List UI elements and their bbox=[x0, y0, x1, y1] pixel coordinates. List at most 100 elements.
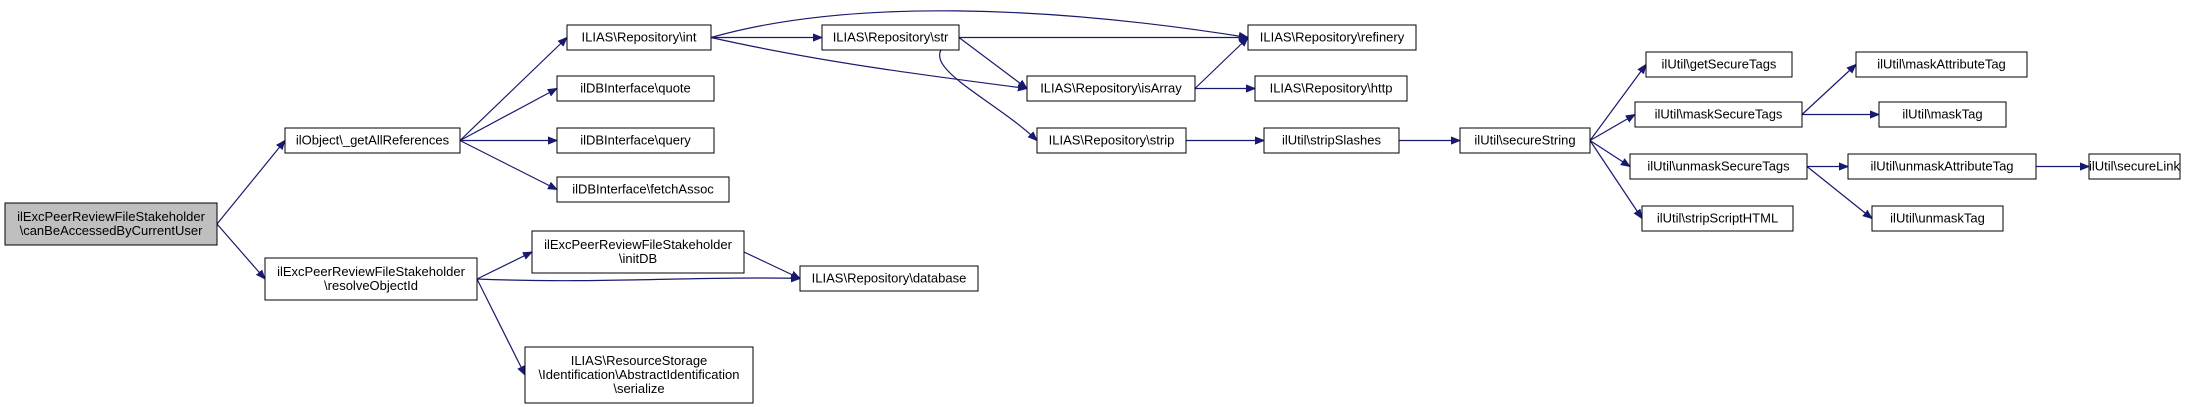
node-box bbox=[1036, 127, 1187, 154]
node-label: ilExcPeerReviewFileStakeholder bbox=[544, 237, 733, 252]
graph-node-n22[interactable]: ilUtil\maskTag bbox=[1878, 101, 2007, 128]
node-label: ILIAS\Repository\str bbox=[833, 30, 949, 45]
edge-n2-to-n9 bbox=[476, 278, 525, 375]
node-label: ilDBInterface\quote bbox=[580, 81, 691, 96]
graph-node-n0[interactable]: ilExcPeerReviewFileStakeholder\canBeAcce… bbox=[4, 202, 218, 246]
graph-node-n7[interactable]: ilExcPeerReviewFileStakeholder\initDB bbox=[531, 230, 745, 274]
node-layer: ilExcPeerReviewFileStakeholder\canBeAcce… bbox=[4, 24, 2181, 404]
edge-n2-to-n8 bbox=[476, 278, 800, 281]
graph-node-n6[interactable]: ilDBInterface\fetchAssoc bbox=[556, 176, 730, 203]
node-label: ilObject\_getAllReferences bbox=[296, 133, 450, 148]
node-box bbox=[4, 202, 218, 246]
edge-n10-to-n11 bbox=[958, 37, 1027, 89]
node-box bbox=[821, 24, 960, 51]
node-box bbox=[1871, 205, 2004, 232]
node-box bbox=[1634, 101, 1803, 128]
node-label: ilDBInterface\fetchAssoc bbox=[572, 182, 714, 197]
node-box bbox=[1263, 127, 1400, 154]
graph-node-n25[interactable]: ilUtil\secureLink bbox=[2088, 153, 2181, 180]
node-box bbox=[1878, 101, 2007, 128]
edge-n3-to-n12 bbox=[710, 10, 1248, 38]
edge-n1-to-n3 bbox=[459, 38, 567, 141]
edge-n0-to-n2 bbox=[216, 223, 265, 279]
edge-layer bbox=[216, 10, 2089, 375]
node-label: \Identification\AbstractIdentification bbox=[539, 367, 740, 382]
node-label: ilUtil\maskTag bbox=[1902, 107, 1982, 122]
node-box bbox=[1645, 51, 1793, 78]
graph-node-n15[interactable]: ilUtil\stripSlashes bbox=[1263, 127, 1400, 154]
graph-node-n1[interactable]: ilObject\_getAllReferences bbox=[284, 127, 461, 154]
graph-node-n17[interactable]: ilUtil\getSecureTags bbox=[1645, 51, 1793, 78]
graph-node-n24[interactable]: ilUtil\unmaskTag bbox=[1871, 205, 2004, 232]
edge-n19-to-n24 bbox=[1806, 166, 1872, 219]
node-box bbox=[524, 346, 754, 404]
node-box bbox=[1459, 127, 1591, 154]
graph-node-n19[interactable]: ilUtil\unmaskSecureTags bbox=[1629, 153, 1808, 180]
edge-n0-to-n1 bbox=[216, 141, 285, 225]
node-label: \resolveObjectId bbox=[324, 278, 418, 293]
graph-node-n3[interactable]: ILIAS\Repository\int bbox=[566, 24, 712, 51]
node-label: ilUtil\maskSecureTags bbox=[1655, 107, 1783, 122]
node-label: \initDB bbox=[619, 251, 657, 266]
graph-node-n23[interactable]: ilUtil\unmaskAttributeTag bbox=[1847, 153, 2037, 180]
edge-n18-to-n21 bbox=[1801, 65, 1856, 115]
edge-n1-to-n6 bbox=[459, 139, 557, 190]
graph-node-n16[interactable]: ilUtil\secureString bbox=[1459, 127, 1591, 154]
graph-node-n21[interactable]: ilUtil\maskAttributeTag bbox=[1855, 51, 2028, 78]
node-label: ilUtil\maskAttributeTag bbox=[1877, 57, 2006, 72]
edge-n16-to-n20 bbox=[1589, 140, 1642, 219]
node-label: ilUtil\secureString bbox=[1474, 133, 1575, 148]
graph-node-n11[interactable]: ILIAS\Repository\isArray bbox=[1026, 75, 1196, 102]
node-label: ilExcPeerReviewFileStakeholder bbox=[17, 209, 206, 224]
node-label: ilUtil\unmaskTag bbox=[1890, 211, 1985, 226]
graph-node-n2[interactable]: ilExcPeerReviewFileStakeholder\resolveOb… bbox=[264, 257, 478, 301]
node-label: ILIAS\Repository\http bbox=[1270, 81, 1393, 96]
node-box bbox=[284, 127, 461, 154]
node-box bbox=[1247, 24, 1417, 51]
graph-node-n14[interactable]: ILIAS\Repository\http bbox=[1254, 75, 1408, 102]
node-label: ilUtil\stripScriptHTML bbox=[1657, 211, 1778, 226]
graph-node-n12[interactable]: ILIAS\Repository\refinery bbox=[1247, 24, 1417, 51]
node-box bbox=[531, 230, 745, 274]
edge-n16-to-n17 bbox=[1589, 65, 1646, 141]
graph-node-n4[interactable]: ilDBInterface\quote bbox=[556, 75, 715, 102]
node-box bbox=[1641, 205, 1794, 232]
node-box bbox=[264, 257, 478, 301]
node-label: ilUtil\unmaskSecureTags bbox=[1647, 159, 1790, 174]
graph-node-n13[interactable]: ILIAS\Repository\strip bbox=[1036, 127, 1187, 154]
node-label: ilUtil\getSecureTags bbox=[1662, 57, 1777, 72]
node-box bbox=[1254, 75, 1408, 102]
edge-n11-to-n12 bbox=[1194, 38, 1248, 89]
node-box bbox=[1026, 75, 1196, 102]
node-box bbox=[556, 176, 730, 203]
node-label: ILIAS\Repository\database bbox=[812, 271, 967, 286]
node-label: ILIAS\Repository\isArray bbox=[1040, 81, 1182, 96]
node-box bbox=[1855, 51, 2028, 78]
graph-node-n9[interactable]: ILIAS\ResourceStorage\Identification\Abs… bbox=[524, 346, 754, 404]
node-box bbox=[2088, 153, 2181, 180]
edge-n3-to-n11 bbox=[710, 36, 1027, 89]
edge-n7-to-n8 bbox=[743, 251, 800, 280]
node-label: ILIAS\Repository\int bbox=[582, 30, 697, 45]
graph-node-n20[interactable]: ilUtil\stripScriptHTML bbox=[1641, 205, 1794, 232]
node-label: ILIAS\Repository\refinery bbox=[1260, 30, 1405, 45]
node-box bbox=[799, 265, 979, 292]
edge-n2-to-n7 bbox=[476, 251, 532, 280]
node-label: ILIAS\Repository\strip bbox=[1049, 133, 1175, 148]
edge-n1-to-n4 bbox=[459, 89, 557, 142]
node-label: ILIAS\ResourceStorage bbox=[571, 353, 708, 368]
graph-node-n18[interactable]: ilUtil\maskSecureTags bbox=[1634, 101, 1803, 128]
node-label: ilExcPeerReviewFileStakeholder bbox=[277, 264, 466, 279]
node-label: ilUtil\secureLink bbox=[2089, 159, 2181, 174]
node-label: ilUtil\unmaskAttributeTag bbox=[1870, 159, 2013, 174]
graph-node-n5[interactable]: ilDBInterface\query bbox=[556, 127, 715, 154]
node-box bbox=[1629, 153, 1808, 180]
edge-n16-to-n19 bbox=[1589, 139, 1630, 167]
graph-node-n8[interactable]: ILIAS\Repository\database bbox=[799, 265, 979, 292]
node-box bbox=[1847, 153, 2037, 180]
node-box bbox=[556, 127, 715, 154]
graph-node-n10[interactable]: ILIAS\Repository\str bbox=[821, 24, 960, 51]
node-box bbox=[556, 75, 715, 102]
edge-n16-to-n18 bbox=[1589, 115, 1635, 142]
